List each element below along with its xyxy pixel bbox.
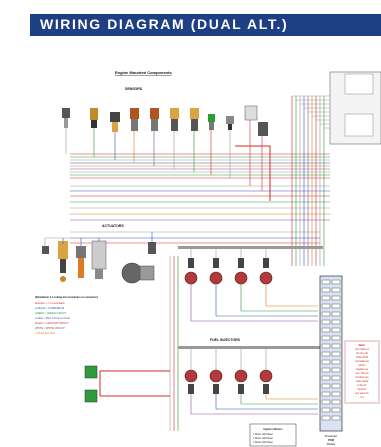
driver-box-line: = Driver Coil Power [253,441,273,444]
actuator-connector [148,242,156,254]
actuators-heading: ACTUATORS [102,224,124,228]
pcm-label-line: PCM [328,438,334,442]
right-vertical-bus [291,95,330,266]
sensor-connector [226,116,234,178]
note-line: those PCM [356,356,368,359]
sensor-row [62,105,268,191]
sensors-heading: SENSORS [125,87,143,91]
legend-line: ex-Blue = Blue Circuit to Circuit [35,317,70,320]
pcm-label-line: Module [327,442,336,446]
sensor-connector [62,108,70,154]
injector [209,369,223,394]
injector-driver-box: Injector Drivers = Driver Coil Power = D… [249,423,297,447]
sensor-connector [190,108,199,172]
upper-wire-bundle [70,153,330,244]
sensor-connector [170,108,179,169]
note-line: shown [359,364,367,367]
actuator-connector [42,237,70,254]
relay-pair [84,365,98,403]
pcm-connector: Powertrain PCM Module [319,275,343,446]
actuator-connector [91,240,107,279]
injector-bank-lower [178,346,323,415]
injector [234,369,248,394]
injector [184,369,198,394]
title-banner: WIRING DIAGRAM (DUAL ALT.) [30,14,381,36]
note-line: any same fix [355,392,369,395]
engine-section-heading: Engine Mounted Components [115,70,172,75]
legend-heading: (Simulation 1 Looking into terminals on … [35,295,98,299]
legend-line: WHITE = WHITE CIRCUIT [35,327,65,330]
wiring-diagram: Engine Mounted Components SENSORS ACTUAT… [35,70,381,447]
sensor-connector [244,105,268,191]
legend-line: Red/Gn = GROUND CIRCUIT [35,322,69,325]
note-line: together as [356,368,369,371]
legend-line: GREEN = GREEN CIRCUIT [35,312,67,315]
injector-bank-upper [178,246,323,322]
red-power-feed [235,145,271,201]
note-line: For clarity of [355,348,368,351]
note-line: color coded [356,380,369,383]
sensor-connector [90,108,98,157]
note-line: 6 1 [360,396,364,399]
note-line: to the fix [357,384,367,387]
actuator-connector [121,262,155,284]
diagram-sheet: Engine Mounted Components SENSORS ACTUAT… [30,36,381,447]
note-line: the pins all [356,352,368,355]
note-line: terminals are [355,360,369,363]
note-line: numbers are [355,376,369,379]
actuator-connector [76,246,86,278]
actuator-leads [62,232,153,246]
actuator-connector [58,241,68,282]
injector [209,258,223,285]
color-legend: (Simulation 1 Looking into terminals on … [35,295,98,335]
sensor-connector [208,114,215,175]
injector [184,258,198,285]
note-line: input for [358,388,367,391]
injectors-heading: FUEL INJECTORS [210,338,241,342]
pcm-label-line: Powertrain [325,434,338,438]
sensor-connector [150,108,159,166]
red-ground-loop [99,370,170,397]
driver-box-line: = Driver Coil Power [253,437,273,440]
legend-line: ex-BLUE = X-WIRE/BLUE [35,307,64,310]
injector [234,258,248,285]
sensor-connector [130,108,139,163]
note-box: Note: For clarity of the pins all those … [344,340,380,404]
actuator-row [42,232,156,284]
harness-connector-top [329,71,381,145]
injector [259,369,273,394]
left-vertical-bus [169,256,179,431]
driver-box-title: Injector Drivers [263,427,283,431]
note-line: Note: [359,343,366,347]
injector [259,258,273,285]
note-line: one. The pin [355,372,369,375]
page-title: WIRING DIAGRAM (DUAL ALT.) [40,16,289,32]
driver-box-line: = Driver Coil Power [253,433,273,436]
legend-line: Example: x = cx-wire/black [35,302,65,305]
legend-line: = Wiring Bus Wire [35,332,56,335]
sensor-connector [110,112,120,160]
